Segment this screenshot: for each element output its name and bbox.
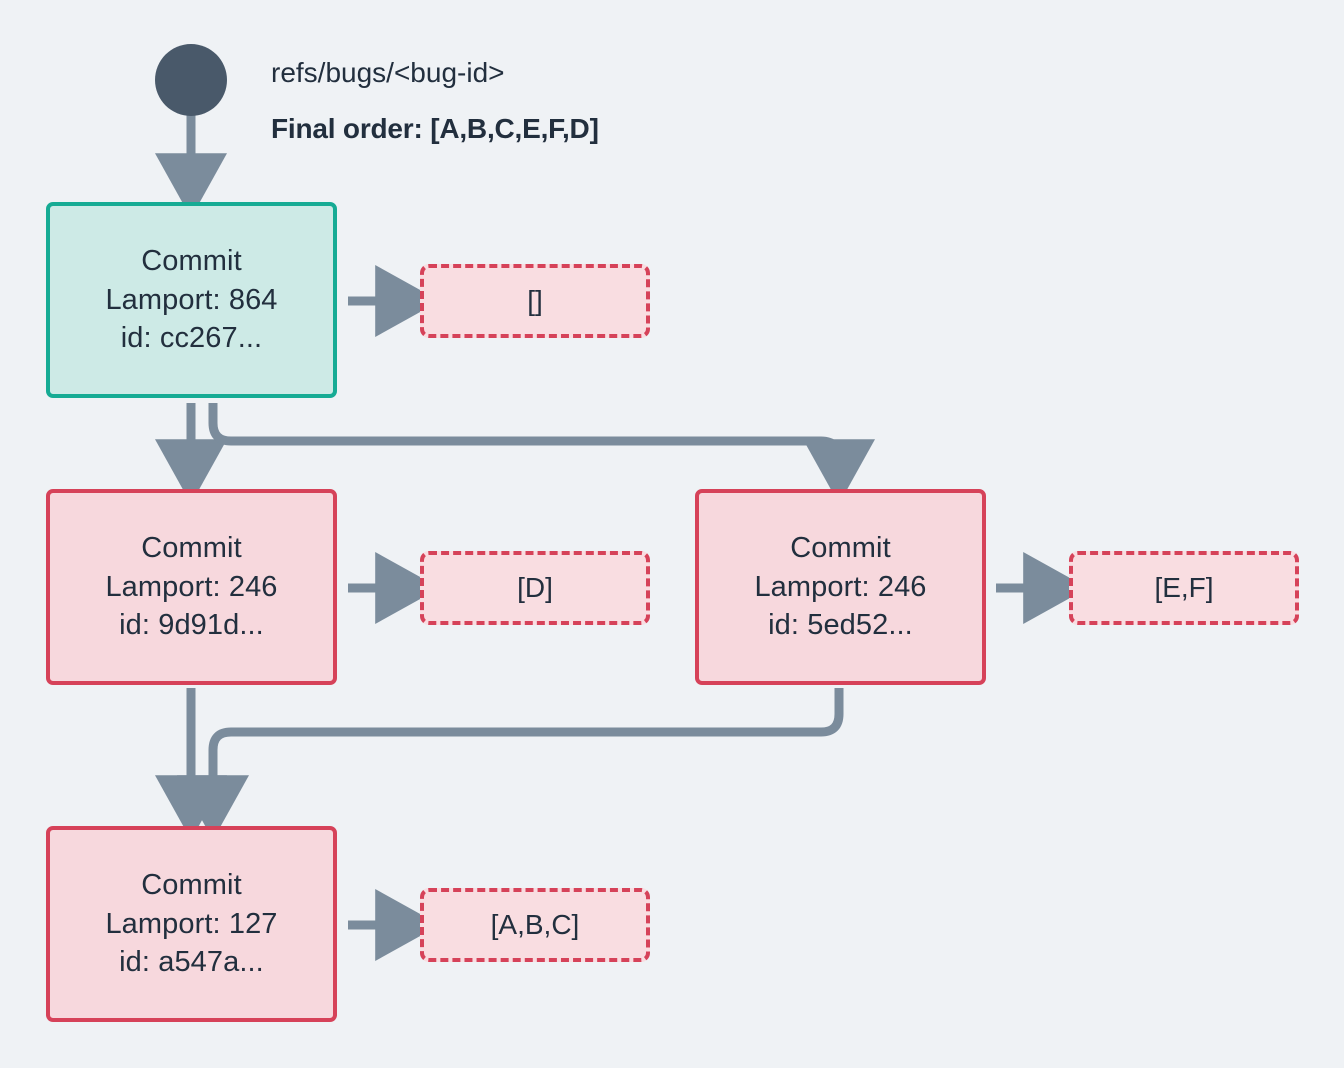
operations-text: [E,F] [1154,572,1214,603]
operations-text: [A,B,C] [490,909,580,940]
commit-lamport: Lamport: 127 [105,907,278,940]
commit-title: Commit [141,245,242,278]
operations-text: [D] [517,572,553,603]
commit-node-cc267[interactable]: Commit Lamport: 864 id: cc267... [46,202,337,398]
commit-title: Commit [141,869,242,902]
root-node[interactable] [155,44,227,116]
commit-hash: id: cc267... [120,322,263,355]
commit-node-9d91d[interactable]: Commit Lamport: 246 id: 9d91d... [46,489,337,685]
final-order-label: Final order: [A,B,C,E,F,D] [271,113,599,144]
commit-hash: id: 9d91d... [119,609,264,642]
ref-path-label: refs/bugs/<bug-id> [271,57,505,88]
edge-5ed52-to-a547a [177,688,844,840]
operations-box-9d91d[interactable]: [D] [420,551,650,625]
commit-lamport: Lamport: 864 [105,283,278,316]
commit-hash: id: 5ed52... [768,609,913,642]
commit-node-a547a[interactable]: Commit Lamport: 127 id: a547a... [46,826,337,1022]
commit-hash: id: a547a... [119,946,264,979]
commit-node-5ed52[interactable]: Commit Lamport: 246 id: 5ed52... [695,489,986,685]
edge-cc267-to-5ed52 [208,403,875,504]
operations-text: [] [527,285,543,316]
operations-box-a547a[interactable]: [A,B,C] [420,888,650,962]
operations-box-cc267[interactable]: [] [420,264,650,338]
commit-lamport: Lamport: 246 [754,570,927,603]
operations-box-5ed52[interactable]: [E,F] [1069,551,1299,625]
commit-lamport: Lamport: 246 [105,570,278,603]
commit-title: Commit [141,532,242,565]
commit-title: Commit [790,532,891,565]
